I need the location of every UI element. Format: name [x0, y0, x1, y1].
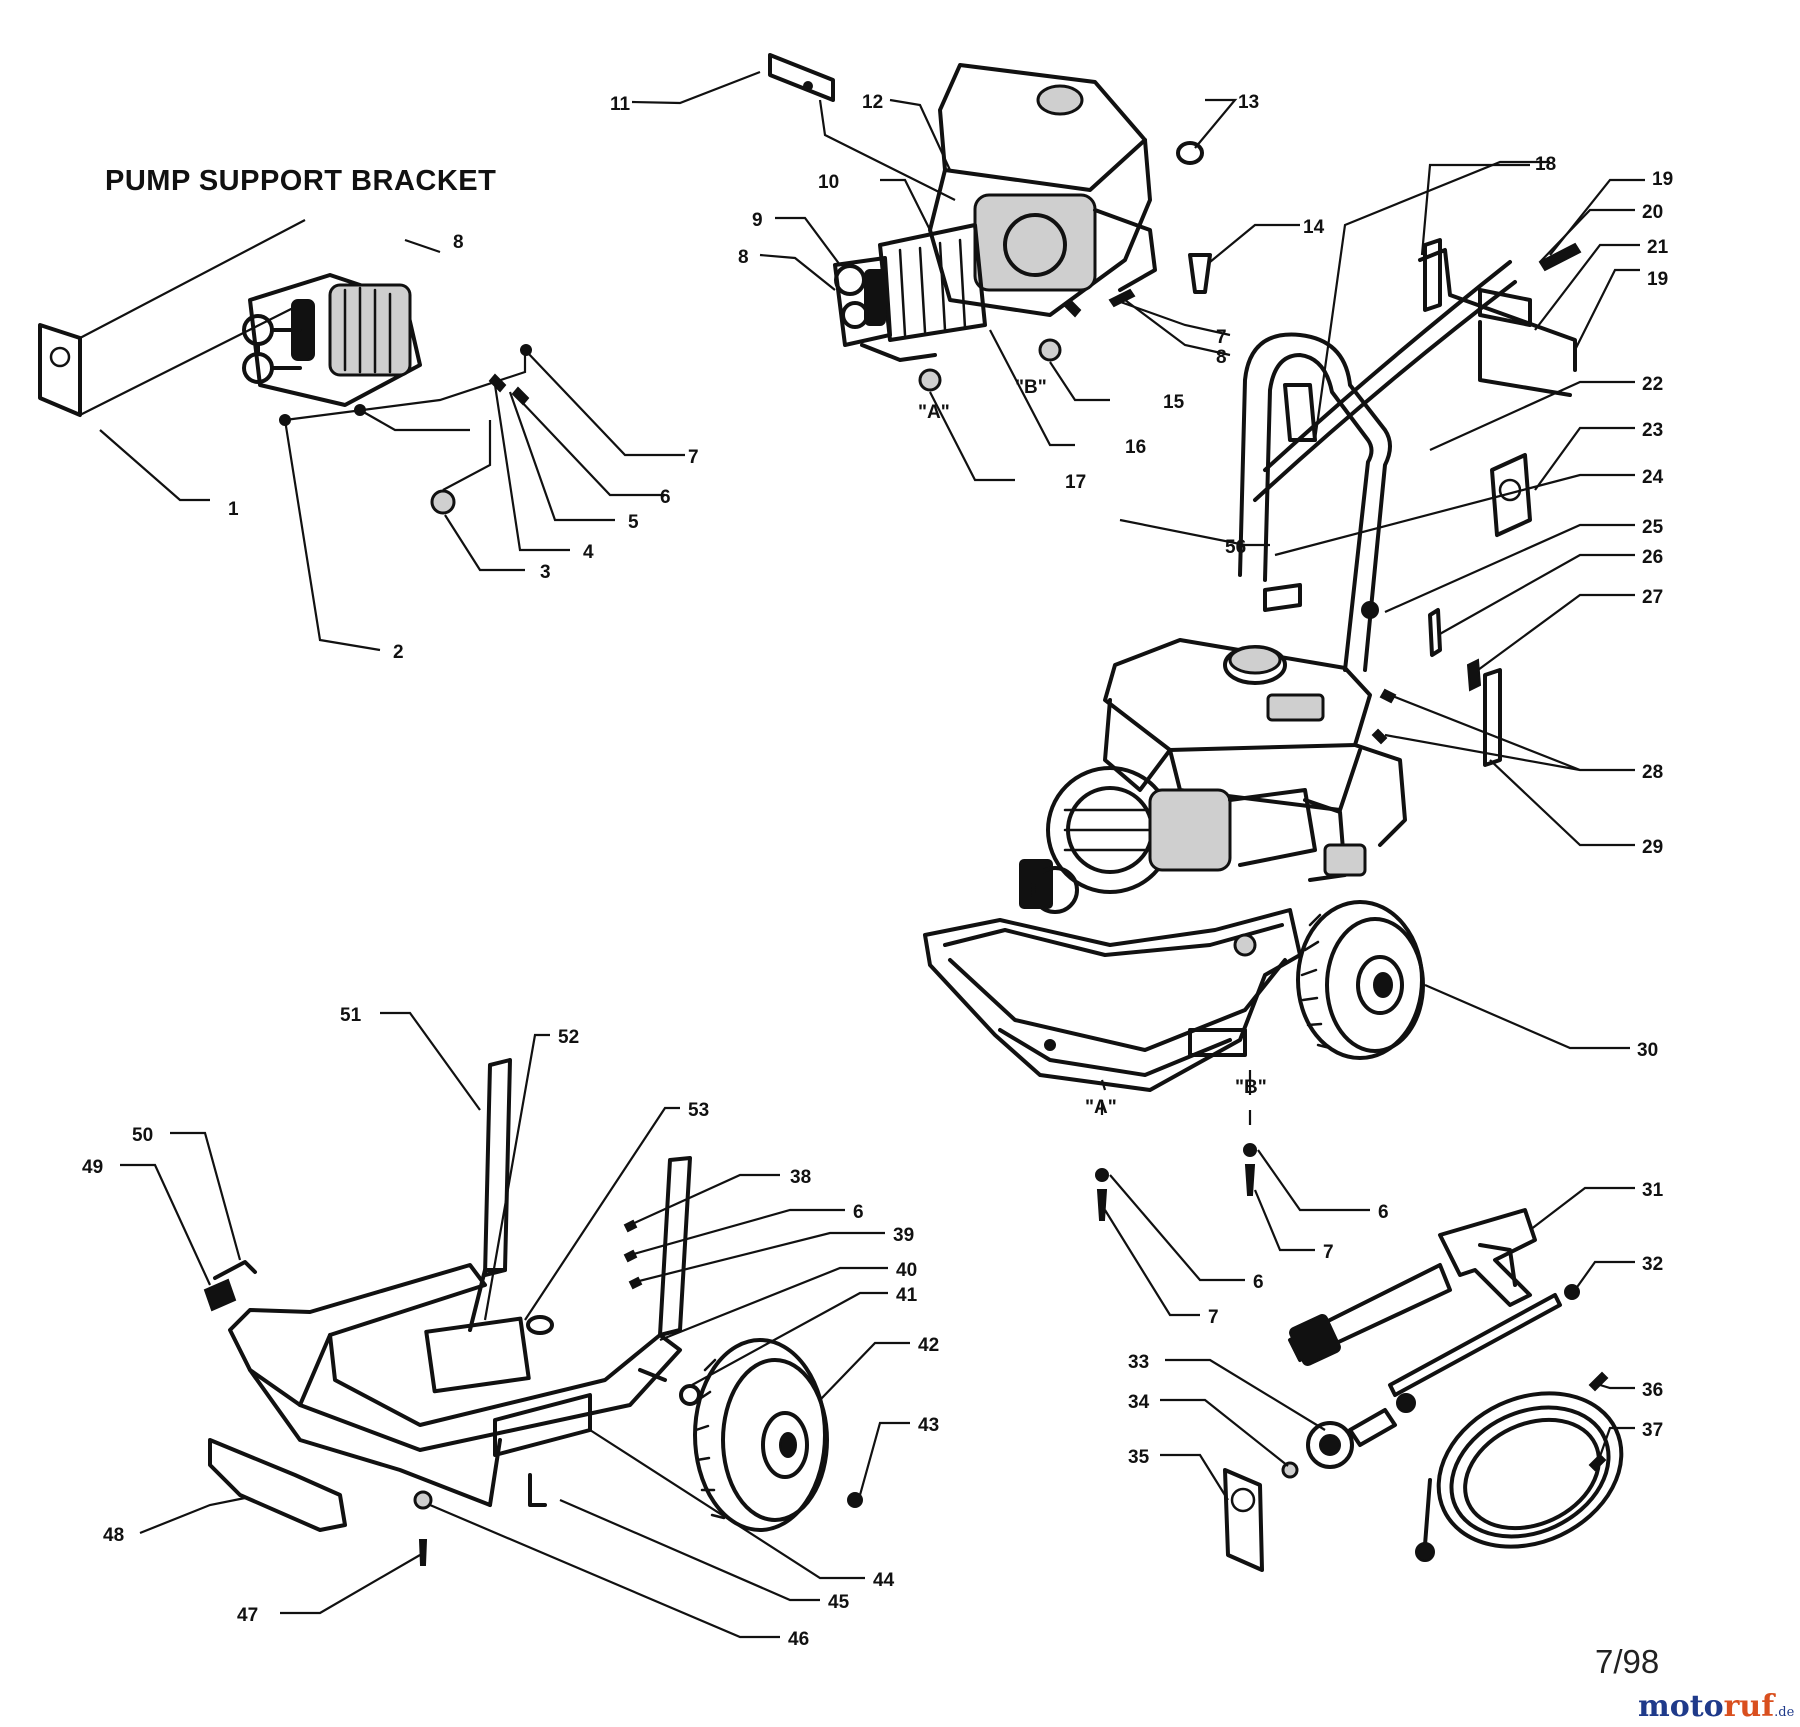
callout-4: 4 — [583, 542, 594, 563]
callout-50: 50 — [132, 1125, 153, 1146]
callout-8a: 8 — [453, 232, 464, 253]
section-markers: "A" "B" "A" "B" — [918, 377, 1267, 1118]
assembled-pressure-washer — [923, 238, 1582, 1221]
wheel-30 — [1296, 900, 1425, 1060]
callout-9: 9 — [752, 210, 763, 231]
callout-7a: 7 — [688, 447, 699, 468]
callout-6c: 6 — [1253, 1272, 1264, 1293]
marker-b-top: "B" — [1015, 377, 1047, 398]
callout-11: 11 — [610, 94, 631, 115]
callout-labels: 1 2 3 4 5 6 7 8 11 12 13 10 9 8 14 7 8 1… — [82, 92, 1673, 1650]
callout-19a: 19 — [1652, 169, 1673, 190]
callout-56: 56 — [1225, 537, 1246, 558]
watermark-part-c: .de — [1774, 1705, 1794, 1720]
callout-26: 26 — [1642, 547, 1663, 568]
frame-base — [923, 908, 1302, 1092]
callout-46: 46 — [788, 1629, 809, 1650]
frame-exploded-group — [203, 1058, 863, 1566]
wheel-42 — [693, 1338, 829, 1532]
callout-52: 52 — [558, 1027, 579, 1048]
callout-5: 5 — [628, 512, 639, 533]
callout-8b: 8 — [738, 247, 749, 268]
callout-42: 42 — [918, 1335, 939, 1356]
pump-support-bracket-group — [38, 219, 532, 515]
callout-19b: 19 — [1647, 269, 1668, 290]
callout-13: 13 — [1238, 92, 1259, 113]
handle — [1238, 332, 1392, 672]
callout-48: 48 — [103, 1525, 124, 1546]
support-bracket-plate — [38, 323, 82, 417]
callout-18: 18 — [1535, 154, 1556, 175]
spray-gun-31 — [1288, 1208, 1537, 1366]
callout-45: 45 — [828, 1592, 850, 1613]
callout-7c: 7 — [1323, 1242, 1334, 1263]
watermark-logo: motoruf.de — [1638, 1689, 1795, 1724]
callout-1: 1 — [228, 499, 239, 520]
watermark-part-b: ruf — [1724, 1689, 1777, 1724]
callout-17: 17 — [1065, 472, 1086, 493]
callout-28: 28 — [1642, 762, 1663, 783]
callout-23: 23 — [1642, 420, 1663, 441]
label-plate-23 — [1490, 453, 1532, 537]
callout-51: 51 — [340, 1005, 362, 1026]
callout-29: 29 — [1642, 837, 1663, 858]
callout-41: 41 — [896, 1285, 918, 1306]
callout-24: 24 — [1642, 467, 1664, 488]
marker-b-bottom: "B" — [1235, 1077, 1267, 1098]
callout-6b: 6 — [1378, 1202, 1389, 1223]
callout-3: 3 — [540, 562, 551, 583]
callout-7b: 7 — [1216, 327, 1227, 348]
callout-16: 16 — [1125, 437, 1146, 458]
watermark-part-a: moto — [1638, 1689, 1724, 1724]
callout-27: 27 — [1642, 587, 1663, 608]
callout-39: 39 — [893, 1225, 914, 1246]
callout-12: 12 — [862, 92, 883, 113]
callout-49: 49 — [82, 1157, 103, 1178]
top-engine-fuel-tank — [938, 63, 1147, 192]
callout-53: 53 — [688, 1100, 709, 1121]
callout-43: 43 — [918, 1415, 939, 1436]
callout-38: 38 — [790, 1167, 811, 1188]
callout-15: 15 — [1163, 392, 1185, 413]
callout-34: 34 — [1128, 1392, 1150, 1413]
marker-a-top: "A" — [918, 402, 950, 423]
callout-47: 47 — [237, 1605, 258, 1626]
callout-25: 25 — [1642, 517, 1664, 538]
callout-7d: 7 — [1208, 1307, 1219, 1328]
callout-21: 21 — [1647, 237, 1669, 258]
callout-22: 22 — [1642, 374, 1663, 395]
callout-31: 31 — [1642, 1180, 1664, 1201]
callout-8c: 8 — [1216, 347, 1227, 368]
callout-35: 35 — [1128, 1447, 1150, 1468]
callout-20: 20 — [1642, 202, 1663, 223]
callout-6d: 6 — [853, 1202, 864, 1223]
svg-text:motoruf.de: motoruf.de — [1638, 1689, 1795, 1724]
engine-pump-assembly-top — [768, 53, 1212, 392]
pump-assembly — [242, 273, 470, 432]
callout-30: 30 — [1637, 1040, 1658, 1061]
callout-10: 10 — [818, 172, 839, 193]
callout-14: 14 — [1303, 217, 1325, 238]
callout-37: 37 — [1642, 1420, 1663, 1441]
callout-40: 40 — [896, 1260, 917, 1281]
callout-32: 32 — [1642, 1254, 1663, 1275]
marker-a-bottom: "A" — [1085, 1097, 1117, 1118]
callout-36: 36 — [1642, 1380, 1663, 1401]
hose-36 — [1415, 1371, 1624, 1562]
callout-44: 44 — [873, 1570, 895, 1591]
callout-2: 2 — [393, 642, 404, 663]
callout-6a: 6 — [660, 487, 671, 508]
wand-32 — [1388, 1284, 1580, 1397]
callout-33: 33 — [1128, 1352, 1149, 1373]
tag-35 — [1223, 1468, 1264, 1572]
diagram-title: PUMP SUPPORT BRACKET — [105, 165, 496, 197]
engine-fuel-tank — [1103, 638, 1372, 752]
nozzle-33-34 — [1281, 1393, 1416, 1479]
date-code: 7/98 — [1595, 1643, 1659, 1680]
